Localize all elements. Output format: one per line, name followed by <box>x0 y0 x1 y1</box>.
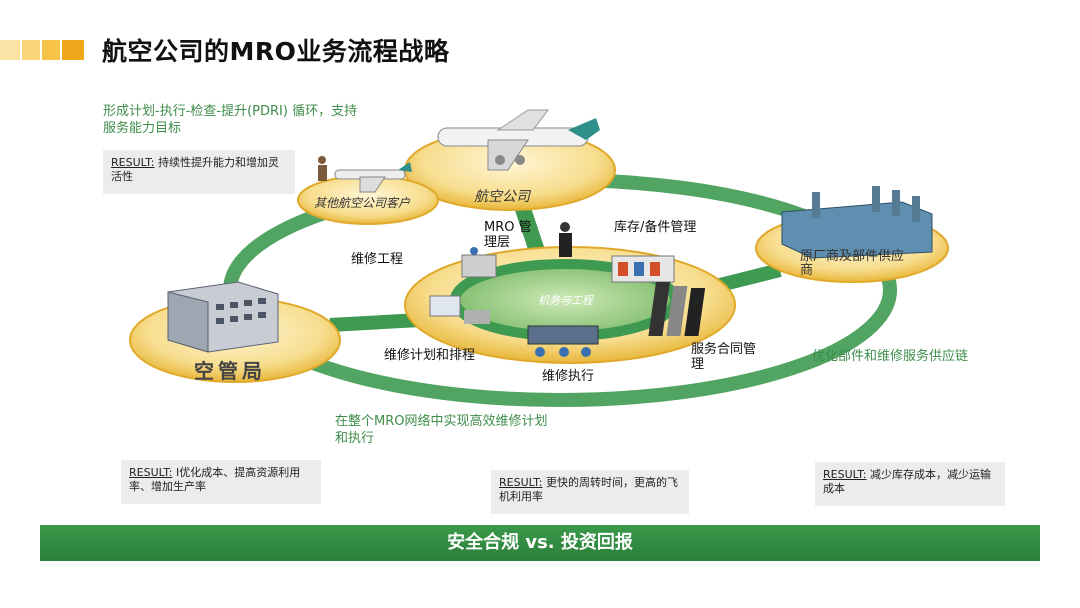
contract-label: 服务合同管理 <box>691 342 757 372</box>
inventory-shelf-icon <box>611 255 675 283</box>
workstation-icon-3 <box>527 325 599 357</box>
result-box-1: RESULT: 持续性提升能力和增加灵活性 <box>103 150 295 194</box>
result-key: RESULT: <box>499 476 543 489</box>
atc-label: 空管局 <box>194 359 266 383</box>
header-accent <box>0 40 84 60</box>
connector-atc-center <box>329 313 421 332</box>
network-text: 在整个MRO网络中实现高效维修计划和执行 <box>335 414 548 446</box>
planning-label: 维修计划和排程 <box>384 348 476 363</box>
workstation-icon-1 <box>461 247 497 278</box>
person-icon <box>318 156 327 181</box>
oem-label: 原厂商及部件供应商 <box>800 249 905 278</box>
result-text: 更快的周转时间，更高的飞机利用率 <box>499 476 678 503</box>
inventory-label: 库存/备件管理 <box>614 220 697 235</box>
result-box-4: RESULT: 减少库存成本，减少运输成本 <box>815 462 1005 506</box>
result-box-2: RESULT: I优化成本、提高资源利用率、增加生产率 <box>121 460 321 504</box>
result-key: RESULT: <box>823 468 867 481</box>
page-title: 航空公司的MRO业务流程战略 <box>102 37 450 66</box>
contract-documents-icon <box>648 282 706 336</box>
workstation-icon-2 <box>429 295 490 324</box>
result-text: I优化成本、提高资源利用率、增加生产率 <box>129 466 301 493</box>
result-box-3: RESULT: 更快的周转时间，更高的飞机利用率 <box>491 470 689 514</box>
execution-label: 维修执行 <box>542 369 595 384</box>
result-key: RESULT: <box>111 156 155 169</box>
footer-banner: 安全合规 vs. 投资回报 <box>40 525 1040 561</box>
airline-label: 航空公司 <box>474 189 530 205</box>
airline-plane-icon <box>437 109 600 171</box>
result-text: 减少库存成本，减少运输成本 <box>823 468 991 495</box>
factory-icon <box>781 186 933 259</box>
atc-building-icon <box>167 281 279 353</box>
center-label: 机务与工程 <box>538 294 593 307</box>
result-text: 持续性提升能力和增加灵活性 <box>111 156 279 183</box>
mro-mgmt-label: MRO 管理层 <box>484 220 532 250</box>
result-key: RESULT: <box>129 466 173 479</box>
customer-plane-icon <box>334 162 412 193</box>
supply-chain-text: 优化部件和维修服务供应链 <box>812 349 969 364</box>
engineering-label: 维修工程 <box>351 252 404 267</box>
manager-icon <box>559 222 572 257</box>
pdri-text: 形成计划-执行-检查-提升(PDRI) 循环，支持服务能力目标 <box>103 104 358 136</box>
other-customers-label: 其他航空公司客户 <box>314 196 411 210</box>
